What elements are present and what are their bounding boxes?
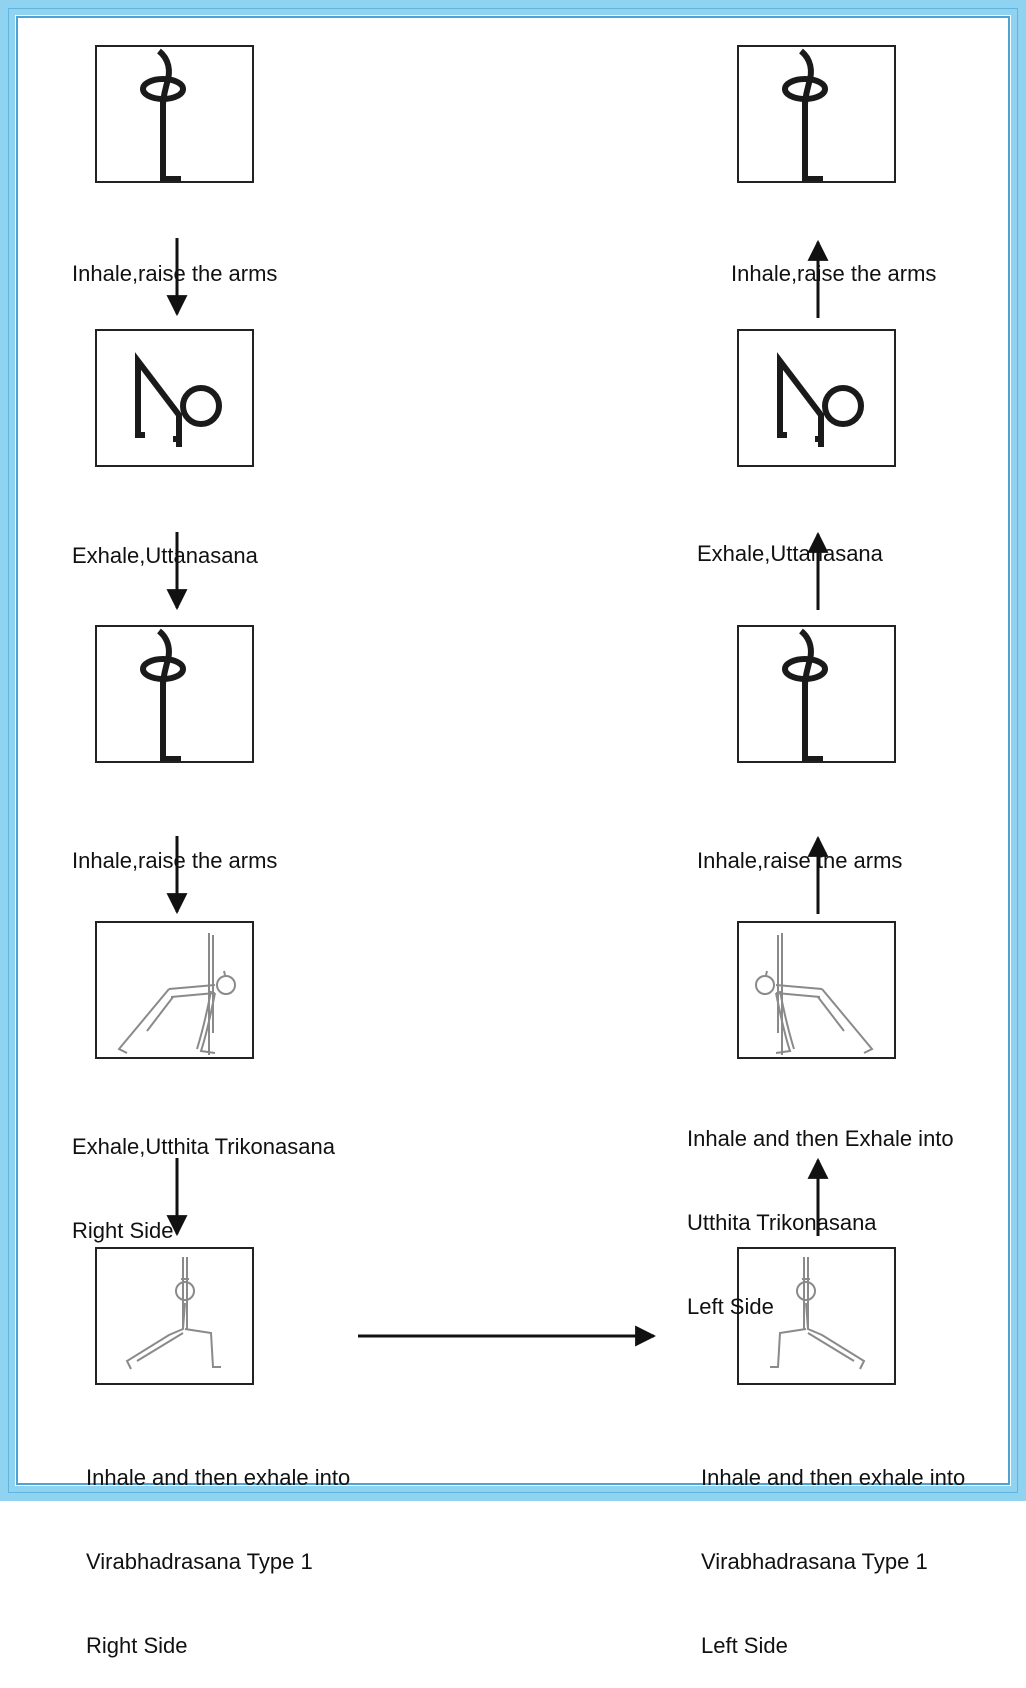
page-frame-line — [8, 8, 1018, 1493]
caption-line: Left Side — [687, 1294, 774, 1319]
caption-line: Inhale,raise the arms — [697, 848, 903, 873]
caption-line: Inhale and then Exhale into — [687, 1126, 954, 1151]
caption-line: Exhale,Uttanasana — [697, 541, 883, 566]
pose-box-left-4 — [95, 921, 254, 1059]
caption-line: Inhale,raise the arms — [731, 261, 937, 286]
step-caption-right-3: Inhale,raise the arms — [697, 791, 902, 903]
pose-box-left-2 — [95, 329, 254, 467]
caption-line: Inhale and then exhale into — [86, 1465, 351, 1490]
flow-arrows — [166, 238, 829, 1347]
caption-line: Left Side — [701, 1633, 788, 1658]
caption-line: Exhale,Utthita Trikonasana — [72, 1134, 335, 1159]
caption-line: Inhale,raise the arms — [72, 261, 278, 286]
pose-box-left-3 — [95, 625, 254, 763]
step-caption-left-2: Exhale,Uttanasana — [72, 486, 258, 598]
pose-box-right-1 — [737, 45, 896, 183]
caption-line: Utthita Trikonasana — [687, 1210, 877, 1235]
caption-line: Right Side — [86, 1633, 188, 1658]
step-caption-right-2: Exhale,Uttanasana — [697, 484, 883, 596]
pose-box-right-4 — [737, 921, 896, 1059]
pose-box-right-5 — [737, 1247, 896, 1385]
caption-line: Inhale and then exhale into — [701, 1465, 966, 1490]
pose-box-right-2 — [737, 329, 896, 467]
caption-line: Virabhadrasana Type 1 — [86, 1549, 313, 1574]
step-caption-left-1: Inhale,raise the arms — [72, 204, 277, 316]
step-caption-right-4: Inhale and then Exhale into Utthita Trik… — [687, 1069, 954, 1349]
page-frame-inner — [15, 15, 1011, 1486]
caption-line: Exhale,Uttanasana — [72, 543, 258, 568]
step-caption-left-4: Exhale,Utthita Trikonasana Right Side — [72, 1077, 335, 1273]
pose-box-right-3 — [737, 625, 896, 763]
caption-line: Right Side — [72, 1218, 174, 1243]
pose-box-left-1 — [95, 45, 254, 183]
step-caption-left-3: Inhale,raise the arms — [72, 791, 277, 903]
step-caption-right-1: Inhale,raise the arms — [731, 204, 936, 316]
caption-line: Inhale,raise the arms — [72, 848, 278, 873]
caption-line: Virabhadrasana Type 1 — [701, 1549, 928, 1574]
pose-box-left-5 — [95, 1247, 254, 1385]
